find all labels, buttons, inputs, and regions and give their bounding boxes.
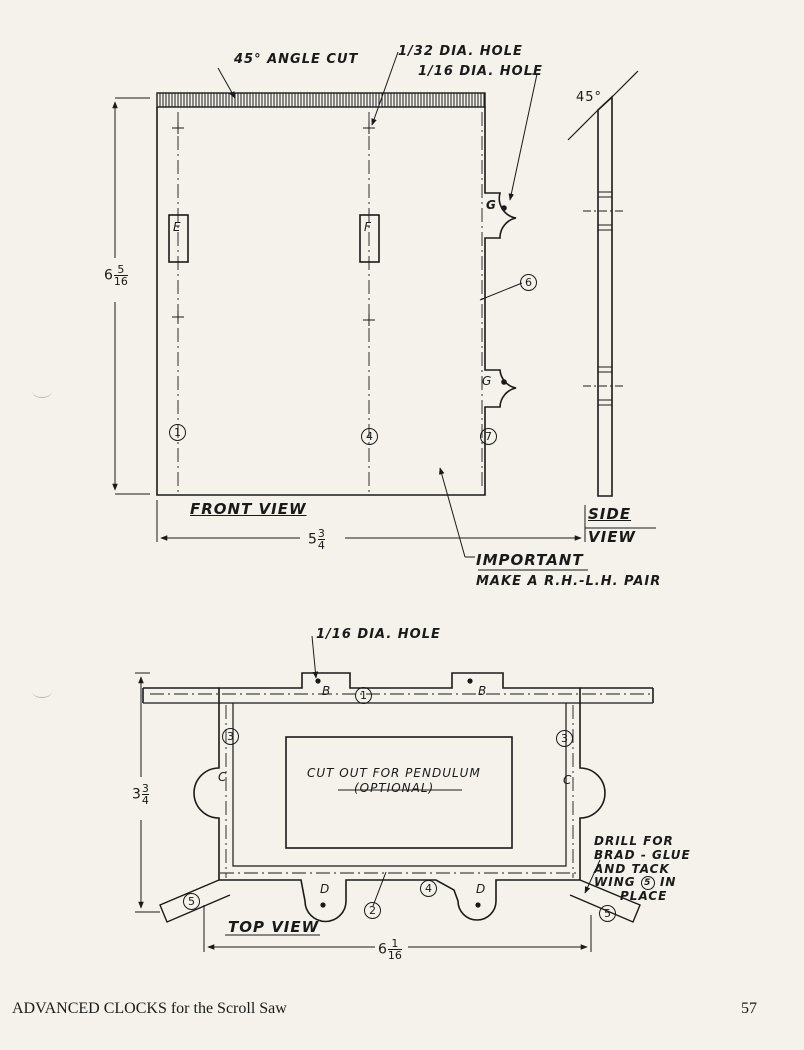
top-part-3-right-marker: 3 [556, 730, 573, 747]
top-part-3-left-marker: 3 [222, 728, 239, 745]
important-label: IMPORTANT [476, 551, 584, 569]
page-number: 57 [741, 1000, 757, 1017]
notch-c-right-label: C [563, 773, 572, 787]
top-part-5-left-marker: 5 [183, 893, 200, 910]
notch-g-top-label: G [486, 198, 496, 212]
hole-1-32-label: 1/32 DIA. HOLE [398, 44, 523, 59]
drill-note-in: IN [659, 875, 677, 889]
drill-note-line6: PLACE [620, 889, 668, 903]
side-view-label-1: SIDE [588, 505, 632, 523]
notch-d-right-label: D [476, 882, 486, 896]
hole-1-16-label: 1/16 DIA. HOLE [418, 64, 543, 79]
part-7-marker: 7 [480, 428, 497, 445]
depth-num: 3 [141, 782, 149, 795]
width-den: 4 [317, 539, 325, 552]
side-angle-label: 45° [576, 90, 603, 105]
front-view-label: FRONT VIEW [190, 500, 307, 518]
top-part-2-marker: 2 [364, 902, 381, 919]
notch-g-bottom-label: G [482, 374, 492, 388]
top-part-4-marker: 4 [420, 880, 437, 897]
book-title: ADVANCED CLOCKS for the Scroll Saw [12, 1000, 287, 1017]
top-width-whole: 6 [378, 941, 387, 958]
height-whole: 6 [104, 267, 113, 284]
height-num: 5 [113, 264, 128, 276]
front-view-drawing [112, 51, 588, 571]
notch-b-right-label: B [478, 684, 487, 698]
part-6-marker: 6 [520, 274, 537, 291]
cutout-label-line2: (OPTIONAL) [354, 781, 435, 795]
slot-f-label: F [364, 220, 371, 234]
top-part-5-right-marker: 5 [599, 905, 616, 922]
notch-d-left-label: D [320, 882, 330, 896]
drill-note-part-marker: 5 [640, 876, 655, 890]
drill-note-line4: WING 5 IN [594, 875, 676, 891]
important-note: MAKE A R.H.-L.H. PAIR [476, 574, 662, 589]
drill-note-line1: DRILL FOR [594, 834, 674, 848]
part-4-marker: 4 [361, 428, 378, 445]
punch-hole-mark [32, 385, 52, 398]
cutout-label-line1: CUT OUT FOR PENDULUM [307, 766, 481, 780]
slot-e-label: E [173, 220, 181, 234]
width-whole: 5 [308, 531, 317, 548]
top-width-num: 1 [387, 938, 402, 950]
drill-note-line3: AND TACK [594, 862, 670, 876]
top-hole-label: 1/16 DIA. HOLE [316, 627, 441, 642]
part-1-marker: 1 [169, 424, 186, 441]
drill-note-wing: WING [594, 875, 636, 889]
height-den: 16 [113, 275, 128, 288]
top-part-1-marker: 1 [355, 687, 372, 704]
notch-c-left-label: C [218, 770, 227, 784]
width-num: 3 [317, 527, 325, 540]
side-view-drawing [567, 70, 656, 529]
punch-hole-mark [32, 685, 52, 698]
drill-note-line2: BRAD - GLUE [594, 848, 691, 862]
top-width-den: 16 [387, 949, 402, 962]
depth-whole: 3 [132, 786, 141, 803]
angle-cut-label: 45° ANGLE CUT [234, 52, 359, 67]
top-view-label: TOP VIEW [228, 918, 320, 936]
side-view-label-2: VIEW [588, 528, 636, 546]
depth-den: 4 [141, 794, 149, 807]
notch-b-left-label: B [322, 684, 331, 698]
